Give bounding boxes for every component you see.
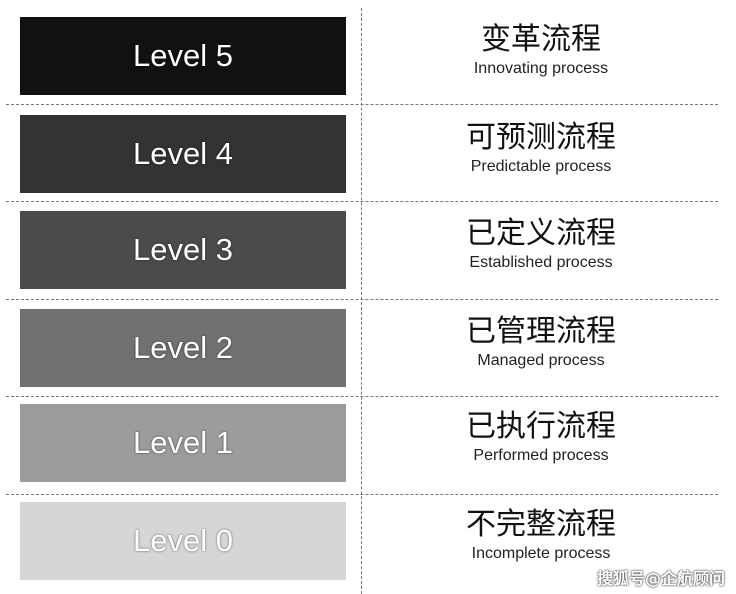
level-name-en: Predictable process: [470, 158, 612, 175]
level-name-en: Performed process: [473, 447, 609, 464]
level-name-zh: 不完整流程: [466, 507, 616, 542]
level-name-en: Managed process: [477, 352, 605, 369]
column-divider: [361, 8, 362, 594]
row-divider: [6, 104, 718, 105]
watermark: 搜狐号@企航顾问: [597, 569, 726, 588]
level-description: 变革流程 Innovating process: [380, 23, 702, 79]
level-label: Level 1: [133, 425, 233, 460]
level-name-zh: 已定义流程: [466, 216, 616, 251]
level-description: 已执行流程 Performed process: [380, 410, 702, 466]
level-description: 已定义流程 Established process: [380, 217, 702, 273]
level-label: Level 0: [133, 523, 233, 558]
level-label: Level 5: [133, 38, 233, 73]
row-divider: [6, 494, 718, 495]
level-box: Level 0: [20, 502, 346, 580]
level-name-zh: 已管理流程: [466, 314, 616, 349]
level-name-zh: 已执行流程: [466, 409, 616, 444]
level-name-en: Incomplete process: [471, 545, 611, 562]
level-description: 已管理流程 Managed process: [380, 315, 702, 371]
level-box: Level 2: [20, 309, 346, 387]
level-name-zh: 可预测流程: [466, 120, 616, 155]
level-box: Level 3: [20, 211, 346, 289]
row-divider: [6, 396, 718, 397]
row-divider: [6, 299, 718, 300]
level-description: 不完整流程 Incomplete process: [380, 508, 702, 564]
row-divider: [6, 201, 718, 202]
level-description: 可预测流程 Predictable process: [380, 121, 702, 177]
level-name-en: Established process: [469, 254, 613, 271]
level-box: Level 4: [20, 115, 346, 193]
level-name-zh: 变革流程: [481, 22, 601, 57]
level-box: Level 1: [20, 404, 346, 482]
level-name-en: Innovating process: [473, 60, 609, 77]
level-label: Level 3: [133, 232, 233, 267]
level-label: Level 2: [133, 330, 233, 365]
level-box: Level 5: [20, 17, 346, 95]
level-label: Level 4: [133, 136, 233, 171]
